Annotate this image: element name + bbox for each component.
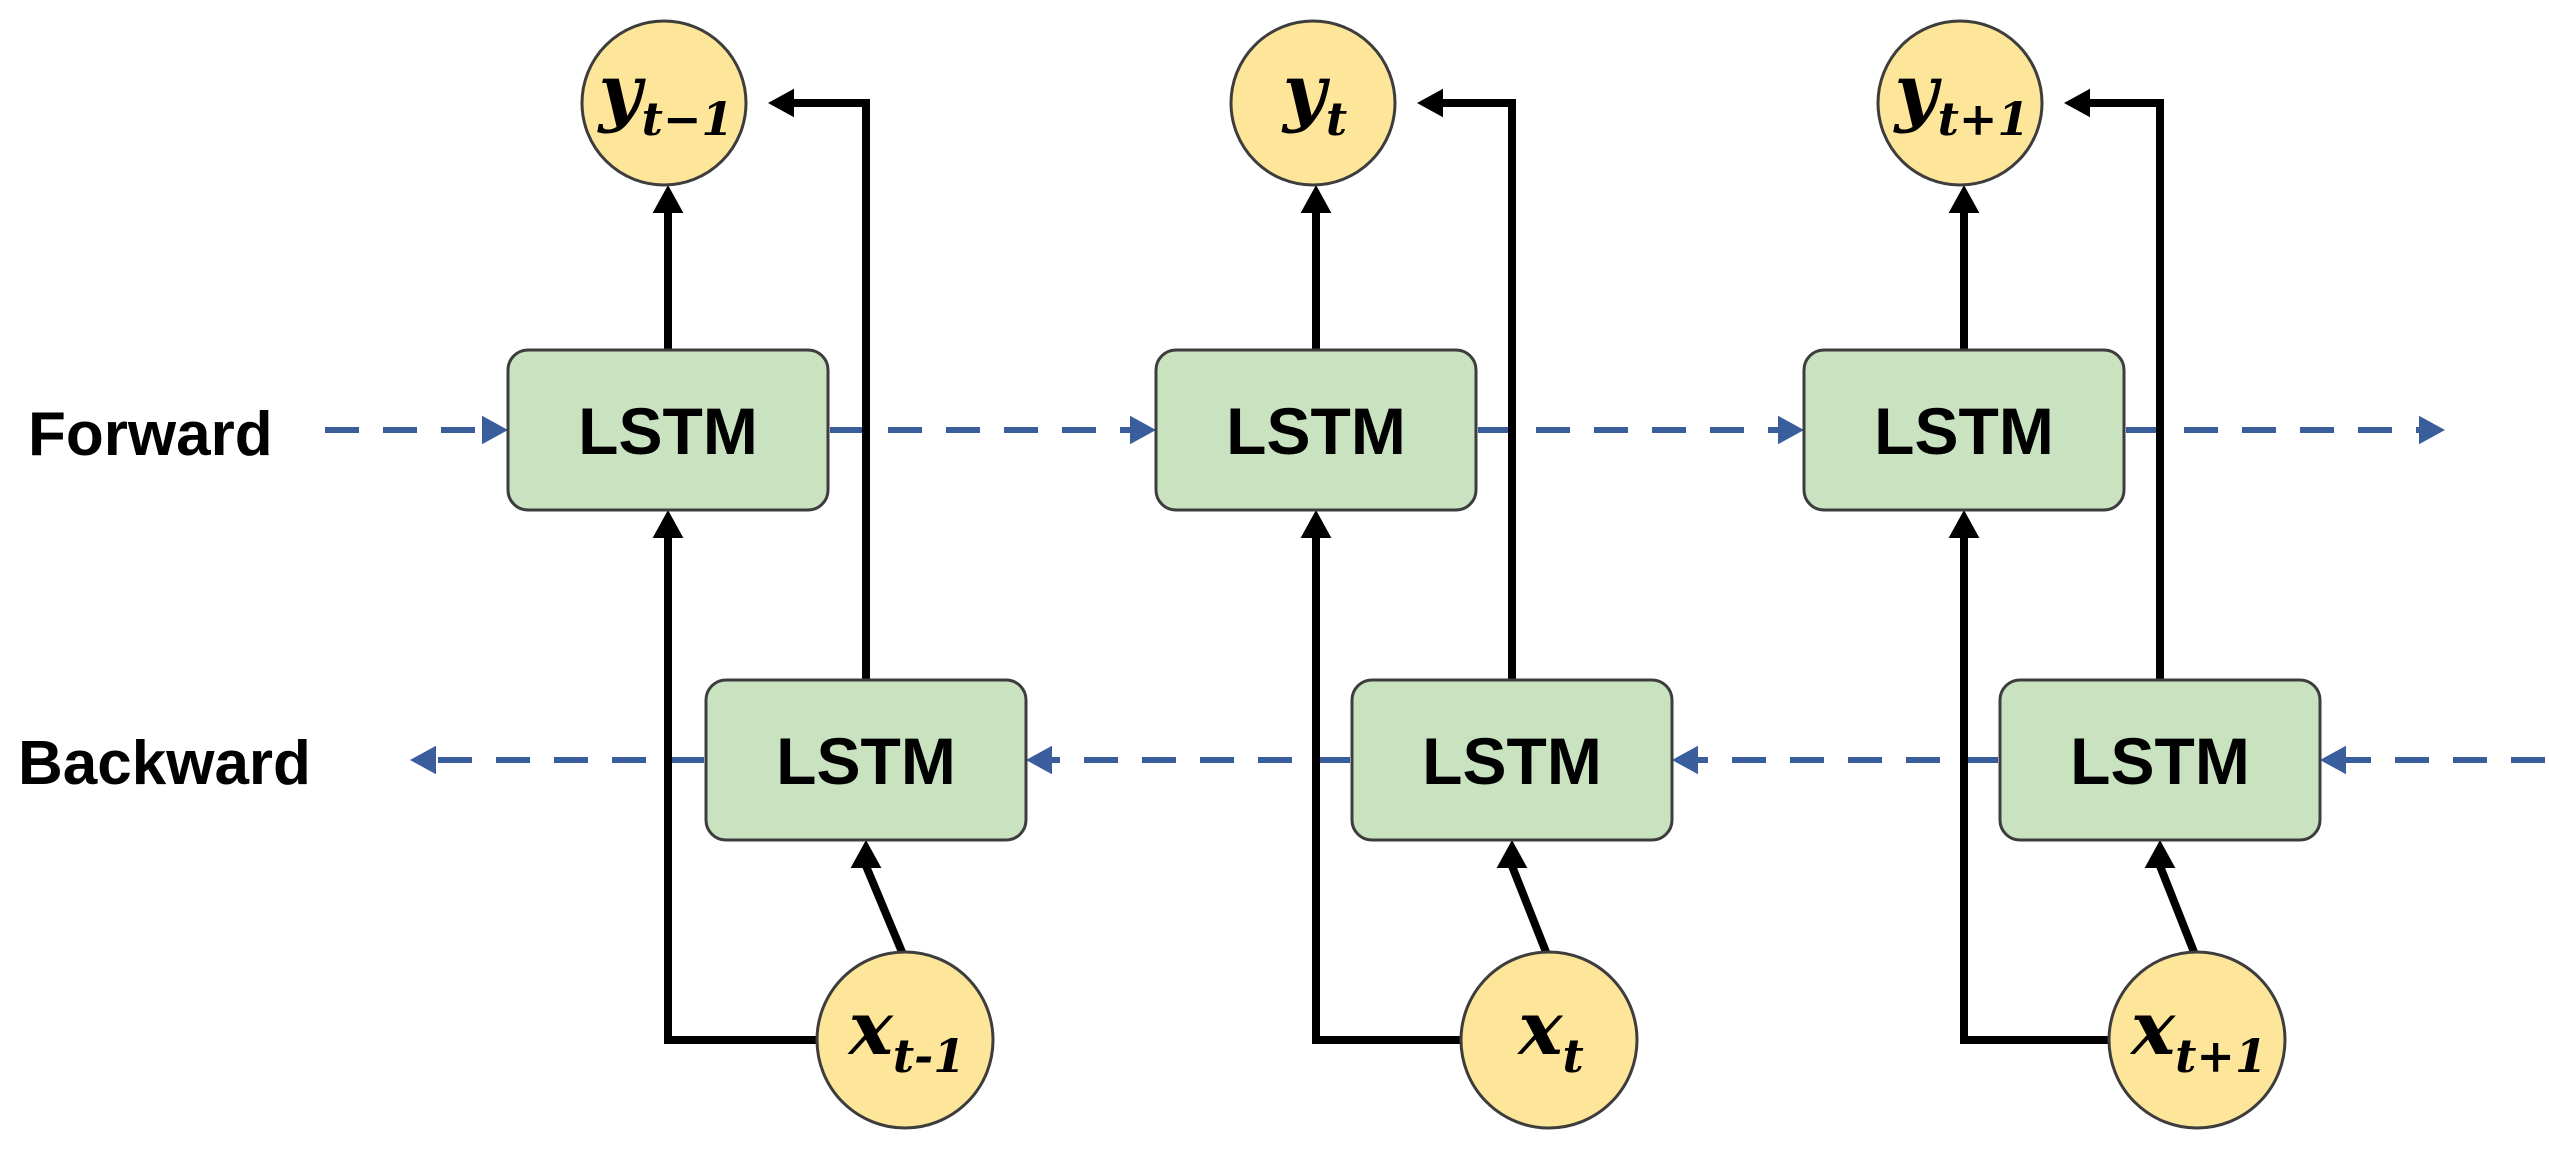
forward-flow-arrowhead: [1130, 415, 1156, 445]
input-to-forward-arrowhead: [1300, 510, 1332, 538]
input-to-forward-arrowhead: [1948, 510, 1980, 538]
forward-flow-arrowhead: [482, 415, 508, 445]
lstm-cells: LSTM LSTM LSTM LSTM LSTM LSTM: [506, 348, 2322, 842]
lstm-label: LSTM: [1226, 394, 1406, 468]
forward-to-output-arrowhead: [1948, 185, 1980, 213]
output-node-label: yt−1: [597, 49, 734, 146]
forward-label: Forward: [28, 400, 273, 469]
forward-lstm-cell: LSTM: [1802, 348, 2126, 512]
backward-to-output-arrowhead: [2064, 88, 2090, 118]
input-to-backward-line: [2156, 864, 2198, 954]
backward-flow-arrowhead: [1026, 745, 1052, 775]
output-node-label: yt: [1281, 49, 1347, 146]
recurrent-connections: [325, 415, 2545, 775]
lstm-label: LSTM: [578, 394, 758, 468]
input-to-backward-arrowhead: [850, 840, 882, 868]
backward-to-output-line: [794, 99, 870, 680]
input-node: xt: [1459, 950, 1639, 1130]
input-to-backward-arrowhead: [1496, 840, 1528, 868]
input-node-label: xt-1: [847, 986, 965, 1083]
output-node: yt−1: [580, 19, 748, 187]
forward-flow-arrowhead: [1778, 415, 1804, 445]
forward-lstm-cell: LSTM: [506, 348, 830, 512]
lstm-label: LSTM: [1874, 394, 2054, 468]
input-node: xt-1: [815, 950, 995, 1130]
backward-lstm-cell: LSTM: [1998, 678, 2322, 842]
forward-flow-arrowhead: [2419, 415, 2445, 445]
input-to-backward-line: [1508, 864, 1550, 954]
backward-to-output-arrowhead: [1417, 88, 1443, 118]
input-to-forward-line: [1960, 536, 2109, 1044]
output-node-label: yt+1: [1893, 49, 2030, 146]
input-to-forward-arrowhead: [652, 510, 684, 538]
input-to-backward-line: [862, 864, 906, 954]
backward-label: Backward: [18, 729, 311, 798]
backward-to-output-line: [1443, 99, 1516, 680]
feed-connections: [652, 88, 2198, 1044]
backward-to-output-arrowhead: [768, 88, 794, 118]
backward-flow-arrowhead: [2320, 745, 2346, 775]
forward-lstm-cell: LSTM: [1154, 348, 1478, 512]
input-node: xt+1: [2107, 950, 2287, 1130]
lstm-label: LSTM: [776, 724, 956, 798]
backward-flow-arrowhead: [1672, 745, 1698, 775]
backward-lstm-cell: LSTM: [1350, 678, 1674, 842]
output-node: yt+1: [1876, 19, 2044, 187]
io-nodes: yt−1 xt-1 yt xt yt+1 xt+1: [580, 19, 2287, 1130]
forward-to-output-arrowhead: [1300, 185, 1332, 213]
lstm-label: LSTM: [2070, 724, 2250, 798]
input-to-forward-line: [664, 536, 817, 1044]
backward-lstm-cell: LSTM: [704, 678, 1028, 842]
forward-to-output-arrowhead: [652, 185, 684, 213]
input-node-label: xt: [1516, 986, 1583, 1083]
lstm-label: LSTM: [1422, 724, 1602, 798]
input-to-forward-line: [1312, 536, 1461, 1044]
backward-flow-arrowhead: [410, 745, 436, 775]
input-node-label: xt+1: [2129, 986, 2267, 1083]
input-to-backward-arrowhead: [2144, 840, 2176, 868]
output-node: yt: [1229, 19, 1397, 187]
backward-to-output-line: [2090, 99, 2164, 680]
